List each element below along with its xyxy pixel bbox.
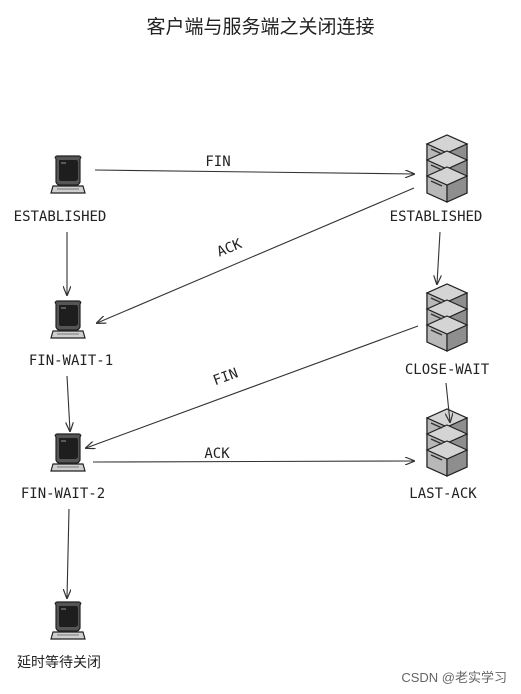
server-state-close-wait: CLOSE-WAIT	[405, 362, 490, 378]
client-state-fin-wait-2: FIN-WAIT-2	[21, 486, 105, 502]
message-fin-2-label: FIN	[211, 365, 240, 389]
server-state-established: ESTABLISHED	[390, 209, 483, 225]
message-ack-1-arrow	[97, 187, 415, 323]
server-transition-1-arrow	[437, 231, 440, 284]
server-close-wait-server-stack-icon	[426, 283, 468, 352]
diagram-title: 客户端与服务端之关闭连接	[146, 16, 375, 38]
watermark: CSDN @老实学习	[401, 670, 507, 685]
message-ack-2-arrow	[92, 461, 414, 462]
message-fin-2-arrow	[86, 325, 419, 448]
server-established-server-stack-icon	[426, 134, 468, 203]
client-established-monitor-icon	[50, 155, 86, 194]
server-transition-2-arrow	[446, 382, 450, 422]
message-ack-1-label: ACK	[215, 236, 245, 261]
client-state-fin-wait-1: FIN-WAIT-1	[29, 353, 113, 369]
server-state-last-ack: LAST-ACK	[409, 486, 477, 502]
message-fin-1-arrow	[94, 169, 414, 174]
client-state-established: ESTABLISHED	[14, 209, 107, 225]
message-ack-2-label: ACK	[204, 446, 230, 462]
client-fin-wait-2-monitor-icon	[50, 433, 86, 472]
server-last-ack-server-stack-icon	[426, 408, 468, 477]
client-transition-2-arrow	[67, 375, 70, 431]
client-state-timed-wait: 延时等待关闭	[17, 654, 101, 671]
client-timed-wait-monitor-icon	[50, 601, 86, 640]
client-transition-3-arrow	[67, 508, 69, 598]
message-fin-1-label: FIN	[205, 154, 230, 170]
client-fin-wait-1-monitor-icon	[50, 300, 86, 339]
